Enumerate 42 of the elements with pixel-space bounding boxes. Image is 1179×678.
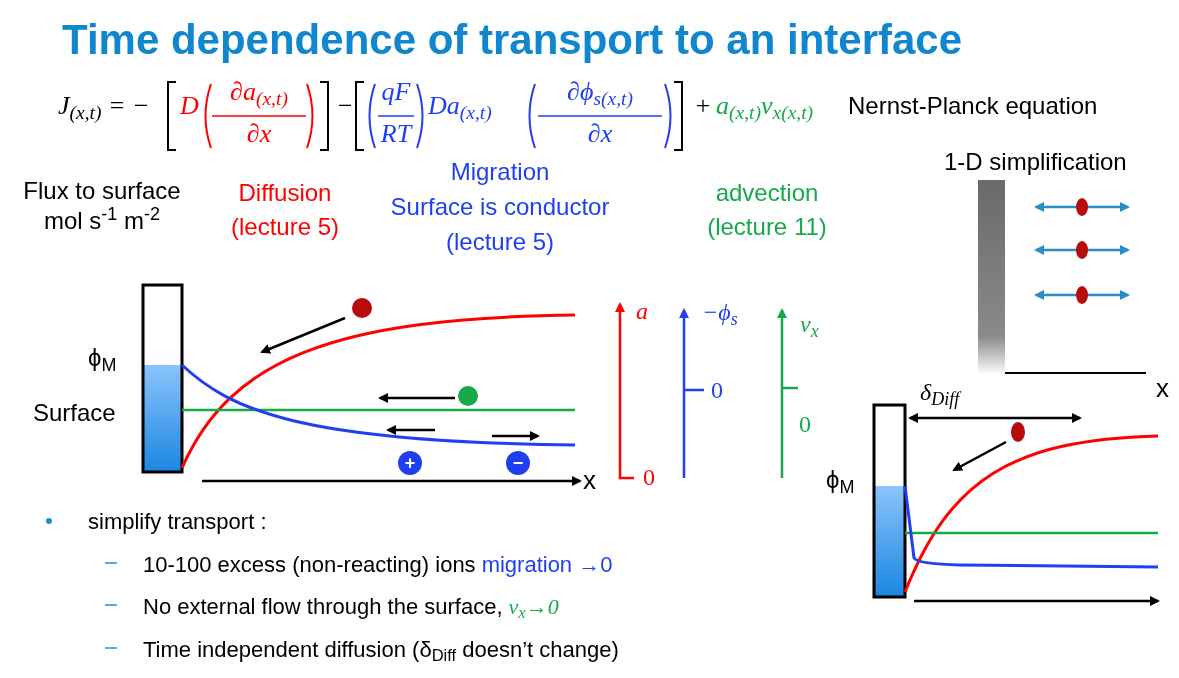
equation-term: − bbox=[336, 90, 354, 122]
axis-label: x bbox=[583, 464, 596, 497]
equation-term: RT bbox=[379, 118, 414, 150]
bullet-text: migration →0 bbox=[481, 551, 613, 579]
axis-label: ν$_{x}$ bbox=[800, 310, 819, 342]
equation-term: ∂ϕ$_{s(x,t)}$ bbox=[566, 76, 634, 111]
axis-label: ϕ$_{M}$ bbox=[826, 465, 855, 498]
equation-term: Da$_{(x,t)}$ bbox=[428, 90, 492, 125]
equation-term: ∂x bbox=[586, 118, 614, 150]
equation-term: a$_{(x,t)}$ν$_{x(x,t)}$ bbox=[716, 90, 814, 125]
axis-label: 0 bbox=[711, 376, 723, 405]
term-description: Flux to surface mol s$^{-1}$ m$^{-2}$ bbox=[22, 176, 182, 236]
equation-name: Nernst-Planck equation bbox=[848, 91, 1098, 121]
bullet-text: 10-100 excess (non-reacting) ions bbox=[143, 551, 476, 579]
bullet-text: No external flow through the surface, bbox=[143, 593, 503, 621]
title: Time dependence of transport to an interface bbox=[62, 15, 963, 65]
term-description: advection (lecture 11) bbox=[706, 178, 828, 242]
term-description: (lecture 5) bbox=[444, 227, 555, 257]
axis-label: a bbox=[636, 297, 648, 326]
term-description: Migration bbox=[449, 157, 551, 187]
panel-heading: 1-D simplification bbox=[944, 147, 1127, 177]
electrode-bar bbox=[978, 180, 1005, 375]
equation-term: J$_{(x,t)}$ = − bbox=[58, 90, 150, 125]
equation-term: D bbox=[180, 90, 199, 122]
axis-label: 0 bbox=[643, 463, 655, 492]
bullet-text: ν$_{x}$→0 bbox=[508, 593, 559, 623]
axis-label: −ϕ$_{s}$ bbox=[702, 298, 738, 330]
ion-badge: − bbox=[506, 451, 530, 475]
axis-label: 0 bbox=[799, 410, 811, 439]
term-description: Diffusion (lecture 5) bbox=[229, 178, 340, 242]
axis-label: ϕ$_{M}$ bbox=[88, 343, 117, 376]
equation-term: + bbox=[694, 90, 712, 122]
axis-label: x bbox=[1156, 372, 1169, 405]
axis-label: Surface bbox=[33, 398, 116, 428]
equation-term: ∂a$_{(x,t)}$ bbox=[229, 76, 289, 111]
ion-badge: + bbox=[398, 451, 422, 475]
term-description: Surface is conductor bbox=[389, 192, 611, 222]
bullet-text: simplify transport : bbox=[88, 509, 267, 534]
axis-label: δ$_{Diff}$ bbox=[920, 378, 960, 410]
equation-term: ∂x bbox=[245, 118, 273, 150]
equation-term: qF bbox=[380, 76, 412, 108]
bullet-text: Time independent diffusion (δ$_{Diff}$ doesn’t change) bbox=[143, 637, 619, 662]
